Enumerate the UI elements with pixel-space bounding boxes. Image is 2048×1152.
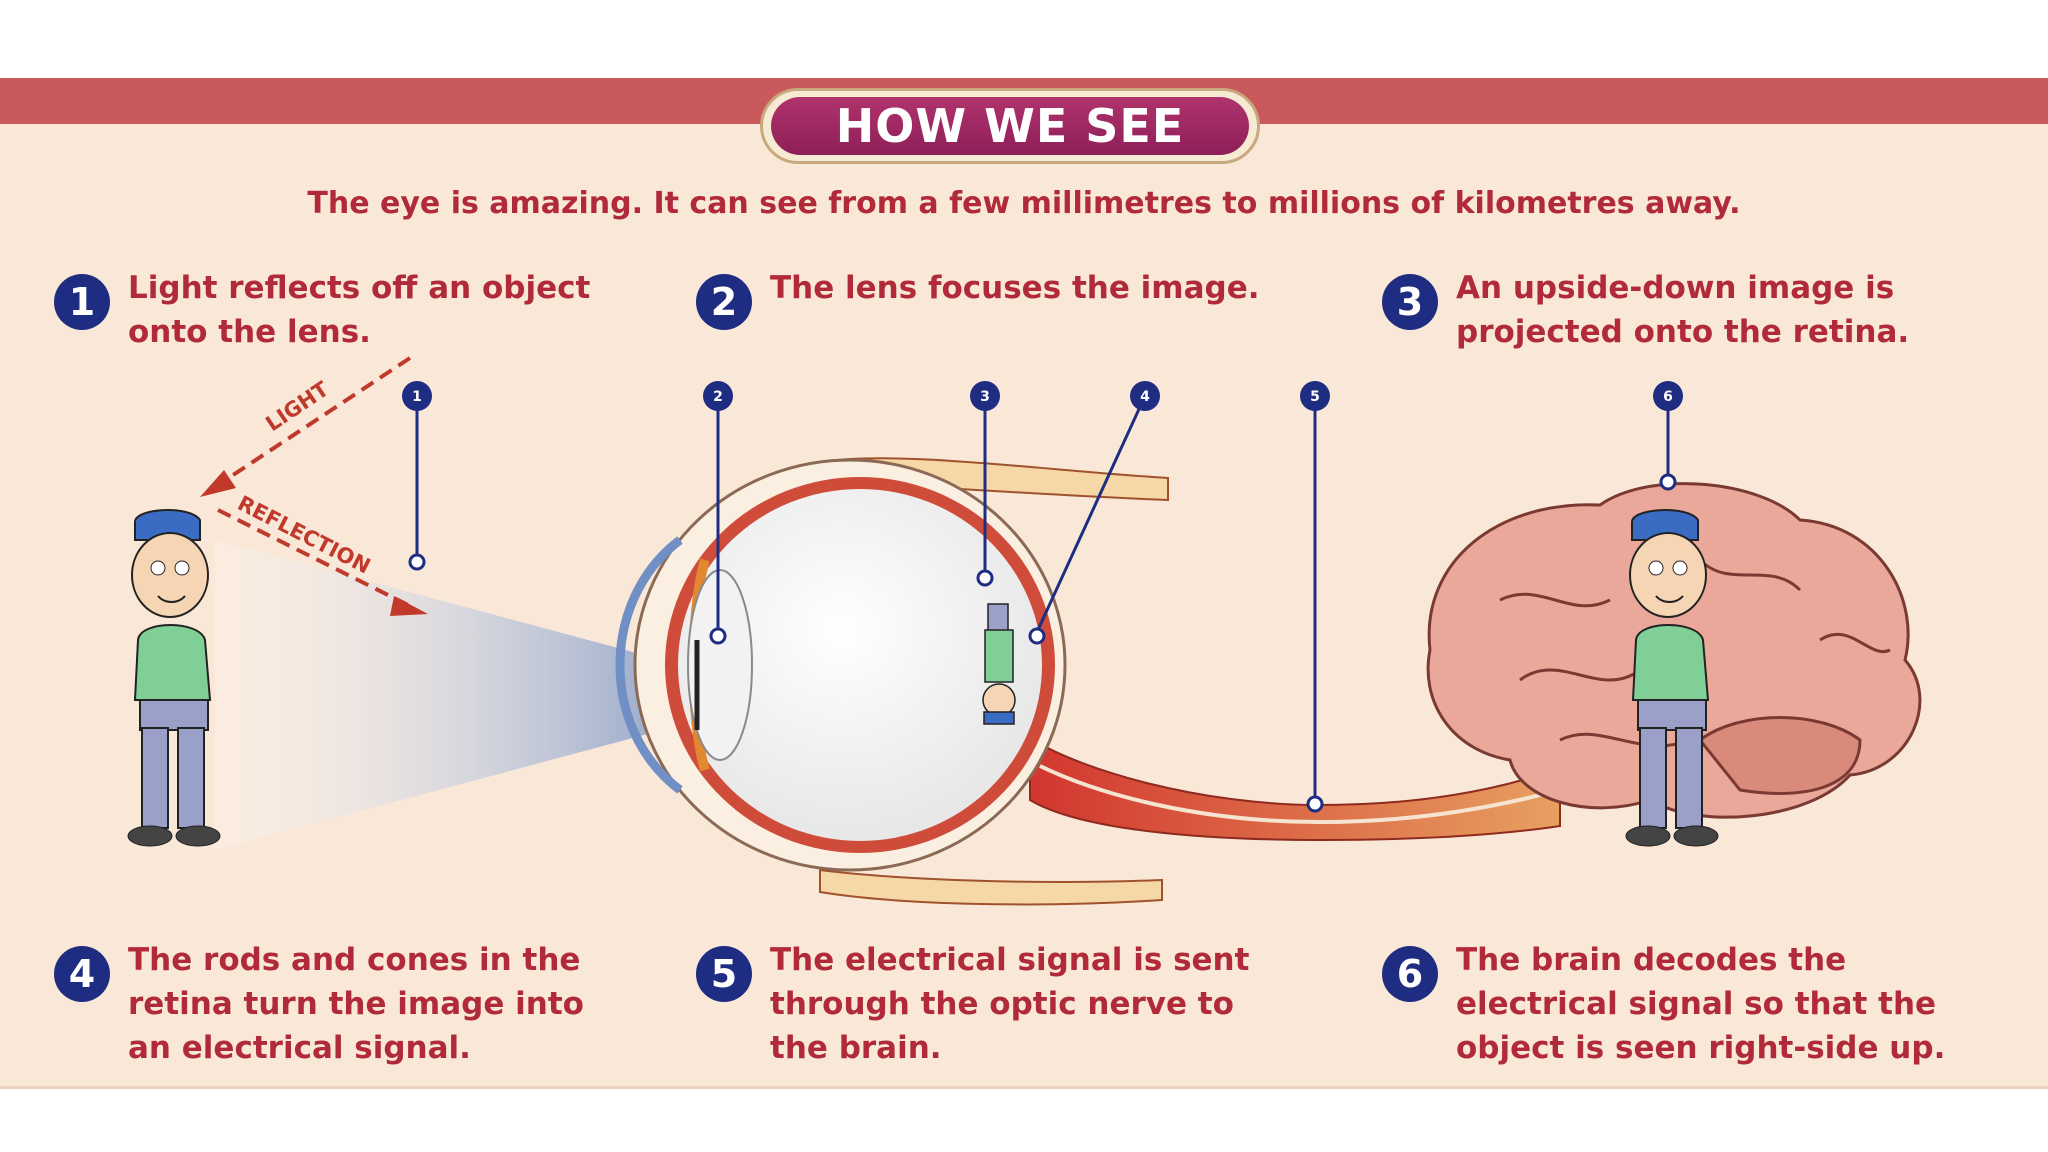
bottom-divider	[0, 1086, 2048, 1089]
optic-nerve-stripe	[1039, 764, 1561, 825]
step-4: 4 The rods and cones in the retina turn …	[54, 938, 584, 1070]
step-number: 5	[696, 946, 752, 1002]
svg-text:2: 2	[713, 389, 723, 405]
step-line: electrical signal so that the	[1456, 986, 1937, 1022]
step-1: 1 Light reflects off an object onto the …	[54, 266, 590, 354]
step-line: The electrical signal is sent	[770, 942, 1250, 978]
marker-5: 5	[1300, 381, 1330, 813]
light-arrow-line	[216, 356, 412, 487]
step-text: Light reflects off an object onto the le…	[128, 266, 590, 354]
inverted-image-figure	[982, 603, 1016, 725]
step-line: The brain decodes the	[1456, 942, 1847, 978]
step-line: An upside-down image is	[1456, 270, 1895, 306]
step-line: object is seen right-side up.	[1456, 1030, 1946, 1066]
person-figure-left	[127, 509, 221, 847]
step-number: 3	[1382, 274, 1438, 330]
step-number: 2	[696, 274, 752, 330]
step-text: The electrical signal is sent through th…	[770, 938, 1249, 1070]
light-label: LIGHT	[261, 377, 333, 437]
step-text: The rods and cones in the retina turn th…	[128, 938, 584, 1070]
step-number: 1	[54, 274, 110, 330]
step-5: 5 The electrical signal is sent through …	[696, 938, 1249, 1070]
optic-nerve	[1029, 736, 1561, 842]
step-number: 4	[54, 946, 110, 1002]
step-line: Light reflects off an object	[128, 270, 591, 306]
step-text: An upside-down image is projected onto t…	[1456, 266, 1909, 354]
reflection-arrow-head	[390, 596, 428, 616]
lens	[687, 569, 753, 761]
svg-text:4: 4	[1140, 389, 1150, 405]
svg-text:3: 3	[980, 389, 990, 405]
reflection-arrow-line	[217, 508, 409, 607]
step-line: retina turn the image into	[128, 986, 584, 1022]
title-banner: HOW WE SEE	[760, 88, 1260, 164]
step-3: 3 An upside-down image is projected onto…	[1382, 266, 1909, 354]
eye-muscle-bottom	[819, 868, 1163, 906]
person-figure-right	[1625, 509, 1719, 847]
marker-2: 2	[703, 381, 733, 645]
svg-text:5: 5	[1310, 389, 1320, 405]
step-line: projected onto the retina.	[1456, 314, 1910, 350]
subtitle: The eye is amazing. It can see from a fe…	[307, 186, 1741, 221]
step-line: The lens focuses the image.	[770, 270, 1260, 306]
step-line: The rods and cones in the	[128, 942, 581, 978]
marker-3: 3	[970, 381, 1000, 587]
step-number: 6	[1382, 946, 1438, 1002]
page-title: HOW WE SEE	[835, 99, 1185, 153]
step-line: the brain.	[770, 1030, 942, 1066]
step-line: onto the lens.	[128, 314, 371, 350]
eyeball-interior	[678, 489, 1042, 841]
step-text: The brain decodes the electrical signal …	[1456, 938, 1945, 1070]
marker-4: 4	[1028, 381, 1160, 645]
light-beam-incoming	[215, 540, 700, 850]
cornea	[615, 536, 683, 794]
svg-text:6: 6	[1663, 389, 1673, 405]
step-line: an electrical signal.	[128, 1030, 471, 1066]
light-arrow-head	[200, 470, 236, 497]
title-pill: HOW WE SEE	[771, 97, 1249, 155]
marker-1: 1	[402, 381, 432, 571]
step-2: 2 The lens focuses the image.	[696, 266, 1260, 330]
step-text: The lens focuses the image.	[770, 266, 1260, 310]
step-6: 6 The brain decodes the electrical signa…	[1382, 938, 1945, 1070]
step-line: through the optic nerve to	[770, 986, 1234, 1022]
marker-6: 6	[1653, 381, 1683, 491]
svg-text:1: 1	[412, 389, 422, 405]
